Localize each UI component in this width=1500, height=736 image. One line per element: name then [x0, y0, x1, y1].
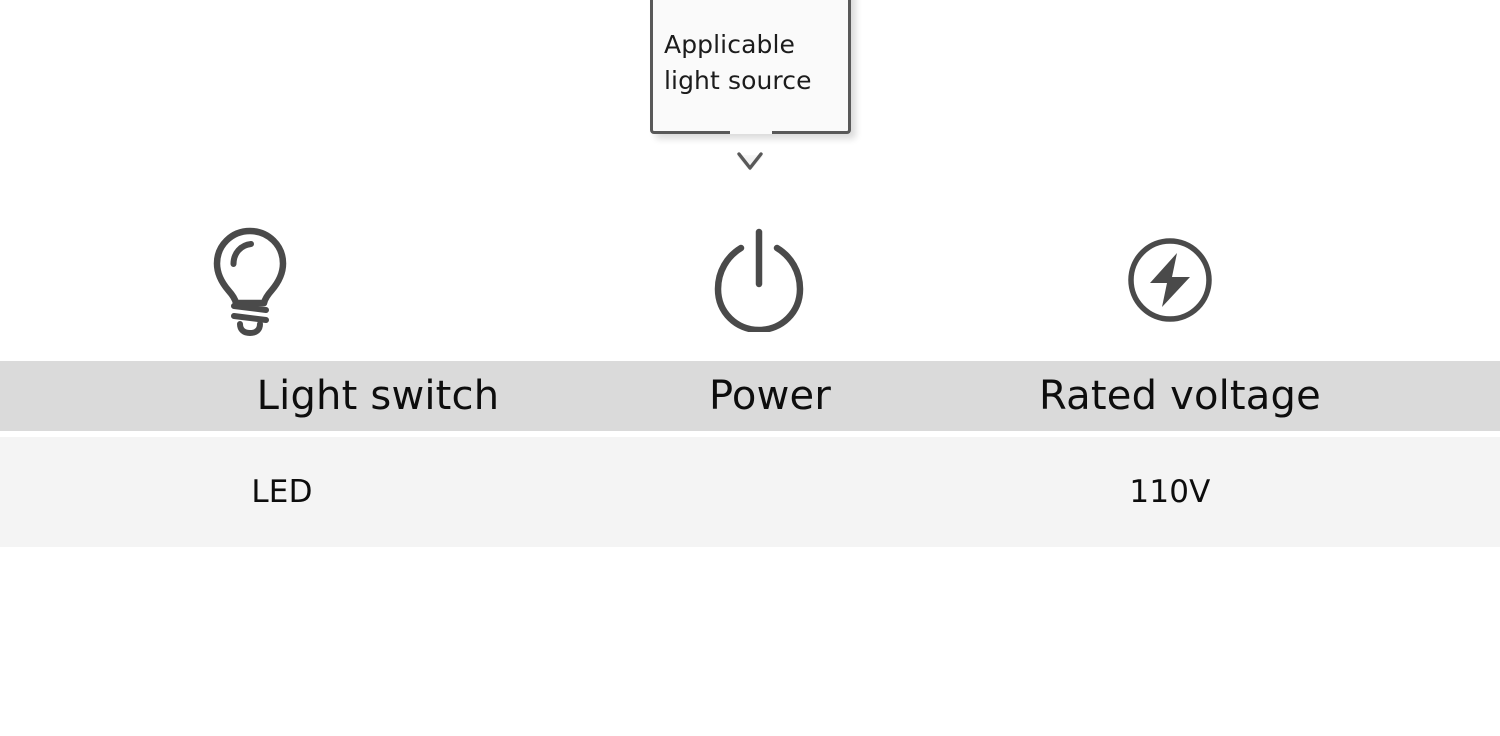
chevron-down-icon [736, 152, 764, 174]
table-row-divider [0, 431, 1500, 437]
table-cell-value: 110V [1129, 474, 1211, 510]
table-cell-light-switch: LED [0, 437, 660, 547]
table-header-cell-rated-voltage: Rated voltage [880, 361, 1500, 431]
table-cell-power [660, 437, 880, 547]
tooltip-label: Applicable light source [664, 30, 812, 95]
specification-table: Light switch Power Rated voltage LED 110… [0, 361, 1500, 547]
tooltip-notch [729, 128, 772, 134]
table-cell-value: LED [251, 474, 313, 510]
table-header-label: Power [709, 373, 831, 419]
icon-cell-power [660, 210, 880, 350]
table-header-label: Light switch [256, 373, 500, 419]
table-cell-rated-voltage: 110V [880, 437, 1500, 547]
icon-row [0, 210, 1500, 350]
applicable-light-source-tooltip[interactable]: Applicable light source [650, 0, 851, 134]
table-header-cell-light-switch: Light switch [0, 361, 660, 431]
table-header-row: Light switch Power Rated voltage [0, 361, 1500, 431]
icon-cell-rated-voltage [880, 210, 1500, 350]
table-header-label: Rated voltage [1039, 373, 1321, 419]
power-icon [712, 228, 806, 334]
icon-cell-light-switch [0, 210, 660, 350]
table-row: LED 110V [0, 437, 1500, 547]
lightning-bolt-circle-icon [1126, 236, 1214, 324]
table-header-cell-power: Power [660, 361, 880, 431]
light-bulb-icon [207, 224, 293, 337]
